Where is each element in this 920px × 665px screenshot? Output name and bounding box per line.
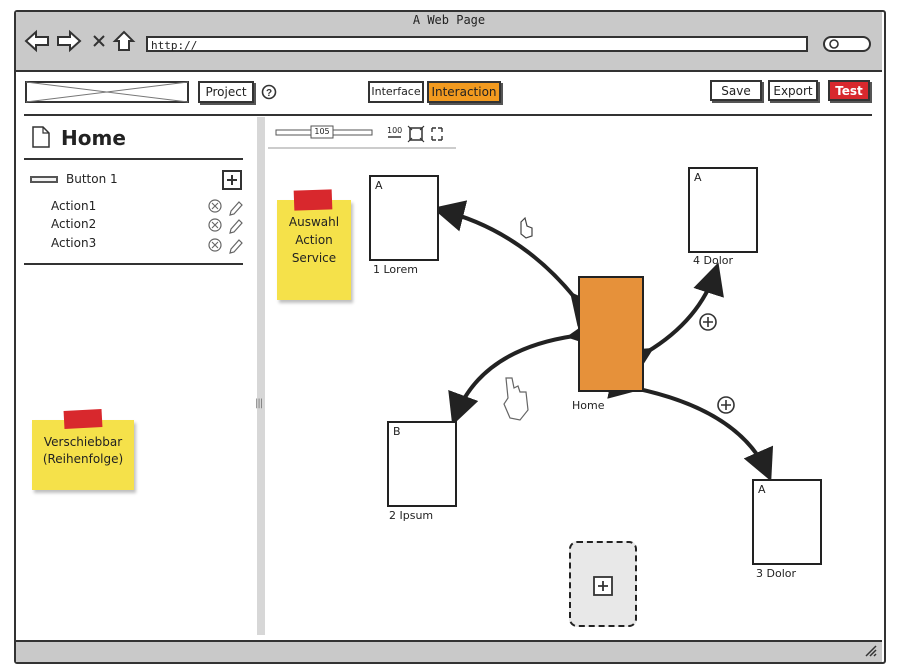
- page-thumbnail-home[interactable]: [578, 276, 644, 392]
- edit-action-1-icon[interactable]: [229, 201, 243, 216]
- test-button[interactable]: Test: [828, 80, 870, 101]
- browser-nav-icons: [24, 29, 136, 53]
- arrow-home-ipsum[interactable]: [448, 316, 601, 426]
- toolbar-divider: [24, 114, 872, 116]
- page-template-letter: B: [393, 425, 401, 438]
- url-field[interactable]: http://: [146, 36, 808, 52]
- tab-interface[interactable]: Interface: [368, 81, 424, 103]
- page-label-dolor3: 3 Dolor: [756, 567, 797, 580]
- search-field[interactable]: [823, 36, 871, 52]
- pointer-hand-icon: [520, 216, 533, 239]
- action-item-2[interactable]: Action2: [51, 217, 97, 231]
- page-template-letter: A: [694, 171, 702, 184]
- fullscreen-icon[interactable]: [431, 127, 443, 141]
- sidebar-divider-bottom: [24, 263, 243, 265]
- page-label-ipsum: 2 Ipsum: [389, 509, 434, 522]
- forward-icon[interactable]: [57, 29, 82, 53]
- splitter-grip-icon[interactable]: |||: [255, 398, 263, 409]
- remove-action-1-icon[interactable]: [208, 199, 222, 213]
- remove-action-2-icon[interactable]: [208, 218, 222, 232]
- action-controls: [208, 199, 243, 254]
- zoom-value: 105: [314, 127, 330, 136]
- add-page-dropzone[interactable]: [569, 541, 637, 627]
- sticky-note-reorder-line-2: (Reihenfolge): [42, 452, 124, 466]
- panel-splitter[interactable]: [257, 117, 265, 635]
- page-template-letter: A: [375, 179, 383, 192]
- edit-action-3-icon[interactable]: [229, 239, 243, 254]
- sidebar-page-title: Home: [61, 126, 126, 150]
- page-label-dolor4: 4 Dolor: [693, 254, 734, 267]
- sticky-note-select[interactable]: Auswahl Action Service: [277, 200, 351, 300]
- arrow-home-dolor4[interactable]: [618, 262, 724, 379]
- sticky-note-select-line-2: Action: [295, 233, 333, 247]
- help-icon[interactable]: ?: [261, 84, 277, 100]
- action-item-1[interactable]: Action1: [51, 199, 97, 213]
- add-connection-icon-2[interactable]: [717, 396, 735, 414]
- window-title: A Web Page: [412, 13, 486, 27]
- arrow-home-lorem[interactable]: [432, 200, 603, 327]
- page-thumbnail-dolor3[interactable]: A: [752, 479, 822, 565]
- page-label-home: Home: [572, 399, 605, 412]
- sidebar-button-label[interactable]: Button 1: [66, 172, 118, 186]
- arrow-home-dolor3[interactable]: [607, 367, 774, 482]
- sticky-note-reorder-line-1: Verschiebbar: [43, 435, 123, 449]
- zoom-toolbar: [268, 125, 456, 149]
- tab-interaction[interactable]: Interaction: [427, 81, 501, 103]
- export-button[interactable]: Export: [768, 80, 818, 101]
- sticky-note-reorder[interactable]: Verschiebbar (Reihenfolge): [32, 420, 134, 490]
- button-widget-icon: [30, 176, 58, 183]
- project-button[interactable]: Project: [198, 81, 254, 103]
- action-item-3[interactable]: Action3: [51, 236, 97, 250]
- search-icon: [829, 39, 839, 49]
- help-glyph: ?: [266, 88, 272, 99]
- sticky-note-select-line-3: Service: [291, 251, 337, 265]
- add-page-icon[interactable]: [593, 576, 613, 596]
- page-thumbnail-ipsum[interactable]: B: [387, 421, 457, 507]
- save-button[interactable]: Save: [710, 80, 762, 101]
- page-label-lorem: 1 Lorem: [373, 263, 418, 276]
- actual-size-label[interactable]: 100: [387, 126, 403, 135]
- status-bar: [16, 640, 882, 662]
- edit-action-2-icon[interactable]: [229, 219, 243, 234]
- remove-action-3-icon[interactable]: [208, 238, 222, 252]
- back-icon[interactable]: [24, 29, 49, 53]
- add-connection-icon-1[interactable]: [699, 313, 717, 331]
- logo-placeholder: [25, 81, 189, 103]
- page-thumbnail-lorem[interactable]: A: [369, 175, 439, 261]
- add-action-icon[interactable]: [222, 170, 242, 190]
- resize-grip-icon[interactable]: [864, 644, 878, 658]
- page-thumbnail-dolor4[interactable]: A: [688, 167, 758, 253]
- sticky-note-select-line-1: Auswahl: [288, 215, 340, 229]
- fit-page-icon[interactable]: [407, 125, 425, 143]
- page-template-letter: A: [758, 483, 766, 496]
- zoom-slider-handle[interactable]: [310, 125, 334, 139]
- sidebar-divider-top: [24, 158, 243, 160]
- drag-hand-icon: [503, 377, 529, 421]
- home-icon[interactable]: [112, 30, 136, 51]
- close-icon[interactable]: [93, 35, 105, 47]
- page-icon: [32, 126, 50, 148]
